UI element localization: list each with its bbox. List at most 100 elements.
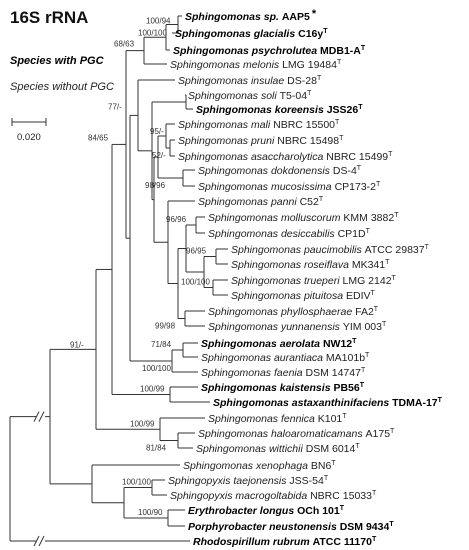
type-strain-mark: T	[324, 475, 329, 482]
taxon-label: Rhodospirillum rubrum ATCC 11170T	[193, 536, 377, 548]
species-name: Sphingomonas haloaromaticamans	[198, 428, 366, 440]
species-name: Sphingomonas aerolata	[201, 338, 323, 350]
strain-name: ATCC 11170	[313, 536, 372, 548]
strain-name: K101	[318, 413, 343, 425]
species-name: Sphingomonas pituitosa	[231, 290, 346, 302]
species-name: Sphingomonas aurantiaca	[201, 352, 326, 364]
species-name: Sphingomonas wittichii	[196, 443, 306, 455]
bootstrap-value: 100/100	[138, 28, 167, 37]
type-strain-mark: T	[319, 196, 324, 203]
tree-branches	[9, 15, 228, 547]
strain-name: EDIV	[346, 290, 371, 302]
species-name: Sphingomonas paucimobilis	[231, 244, 365, 256]
taxon-label: Sphingomonas phyllosphaerae FA2T	[208, 306, 379, 318]
species-name: Sphingomonas panni	[198, 196, 300, 208]
strain-name: DSM 6014	[306, 443, 356, 455]
type-strain-mark: T	[372, 490, 377, 497]
bootstrap-value: 99/98	[155, 322, 176, 331]
species-name: Porphyrobacter neustonensis	[188, 521, 340, 533]
type-strain-mark: T	[394, 212, 399, 219]
taxon-label: Sphingomonas wittichii DSM 6014T	[196, 443, 360, 455]
strain-name: MK341	[352, 259, 385, 271]
type-strain-mark: T	[342, 413, 347, 420]
type-strain-mark: T	[382, 321, 387, 328]
taxon-labels: Sphingomonas sp. AAP5*Sphingomonas glaci…	[168, 8, 443, 548]
taxon-label: Sphingomonas pituitosa EDIVT	[231, 290, 376, 302]
type-strain-mark: T	[389, 521, 394, 528]
taxon-label: Sphingomonas paucimobilis ATCC 29837T	[231, 244, 430, 256]
type-strain-mark: T	[340, 505, 345, 512]
break-mark	[38, 535, 45, 547]
bootstrap-value: 96/95	[186, 247, 207, 256]
bootstrap-value: 71/84	[151, 340, 172, 349]
species-name: Sphingomonas mali	[178, 119, 273, 131]
strain-name: T5-04	[280, 90, 308, 102]
taxon-label: Sphingomonas koreensis JSS26T	[196, 104, 363, 116]
strain-name: C16y	[298, 28, 323, 40]
taxon-label: Sphingomonas roseiflava MK341T	[231, 259, 390, 271]
taxon-label: Sphingomonas haloaromaticamans A175T	[198, 428, 395, 440]
type-strain-mark: T	[374, 306, 379, 313]
bootstrap-value: 52/-	[152, 151, 166, 160]
strain-name: LMG 19484	[282, 59, 337, 71]
strain-name: CP173-2	[335, 181, 377, 193]
taxon-label: Porphyrobacter neustonensis DSM 9434T	[188, 521, 394, 533]
species-name: Sphingomonas insulae	[178, 75, 287, 87]
taxon-label: Sphingomonas aerolata NW12T	[201, 338, 357, 350]
bootstrap-value: 100/99	[130, 419, 155, 428]
type-strain-mark: T	[307, 90, 312, 97]
species-name: Sphingomonas trueperi	[231, 275, 343, 287]
strain-name: FA2	[355, 306, 374, 318]
species-name: Sphingomonas mucosissima	[198, 181, 335, 193]
taxon-label: Sphingomonas panni C52T	[198, 196, 324, 208]
strain-name: AAP5	[282, 11, 310, 23]
taxon-label: Sphingomonas fennica K101T	[208, 413, 347, 425]
strain-name: LMG 2142	[343, 275, 392, 287]
strain-name: DSM 14747	[306, 367, 362, 379]
type-strain-mark: T	[385, 259, 390, 266]
type-strain-mark: T	[352, 338, 357, 345]
taxon-label: Sphingomonas desiccabilis CP1DT	[208, 228, 371, 240]
strain-name: PB56	[333, 382, 359, 394]
type-strain-mark: T	[388, 151, 393, 158]
species-name: Sphingomonas dokdonensis	[198, 165, 333, 177]
species-name: Sphingomonas yunnanensis	[208, 321, 343, 333]
taxon-label: Sphingomonas asaccharolytica NBRC 15499T	[178, 151, 393, 163]
type-strain-mark: T	[331, 460, 336, 467]
type-strain-mark: T	[392, 275, 397, 282]
strain-name: TDMA-17	[392, 397, 438, 409]
taxon-label: Sphingopyxis taejonensis JSS-54T	[168, 475, 329, 487]
species-name: Sphingomonas kaistensis	[201, 382, 333, 394]
species-name: Sphingomonas psychrolutea	[173, 45, 320, 57]
taxon-label: Sphingomonas yunnanensis YIM 003T	[208, 321, 387, 333]
taxon-label: Sphingomonas melonis LMG 19484T	[170, 59, 342, 71]
taxon-label: Sphingomonas aurantiaca MA101bT	[201, 352, 370, 364]
strain-name: OCh 101	[297, 505, 340, 517]
legend-without-pgc: Species without PGC	[10, 81, 114, 93]
species-name: Sphingomonas soli	[188, 90, 280, 102]
taxon-label: Sphingomonas pruni NBRC 15498T	[178, 135, 344, 147]
type-strain-mark: T	[361, 45, 366, 52]
scale-bar-label: 0.020	[17, 132, 41, 143]
bootstrap-value: 100/90	[138, 508, 163, 517]
bootstrap-value: 100/100	[142, 364, 171, 373]
strain-name: DSM 9434	[340, 521, 390, 533]
type-strain-mark: T	[357, 165, 362, 172]
strain-name: MA101b	[326, 352, 365, 364]
type-strain-mark: T	[376, 181, 381, 188]
strain-name: NBRC 15033	[310, 490, 372, 502]
strain-name: DS-4	[333, 165, 357, 177]
species-name: Sphingomonas faenia	[201, 367, 306, 379]
strain-name: JSS26	[327, 104, 359, 116]
taxon-label: Sphingomonas astaxanthinifaciens TDMA-17…	[213, 397, 443, 409]
bootstrap-value: 95/-	[150, 127, 164, 136]
strain-name: A175	[366, 428, 391, 440]
strain-name: YIM 003	[343, 321, 382, 333]
break-mark	[38, 411, 45, 422]
type-strain-mark: T	[323, 28, 328, 35]
bootstrap-value: 100/94	[146, 17, 171, 26]
break-mark	[33, 411, 40, 422]
strain-name: NBRC 15499	[326, 151, 388, 163]
species-name: Sphingomonas molluscorum	[208, 212, 343, 224]
